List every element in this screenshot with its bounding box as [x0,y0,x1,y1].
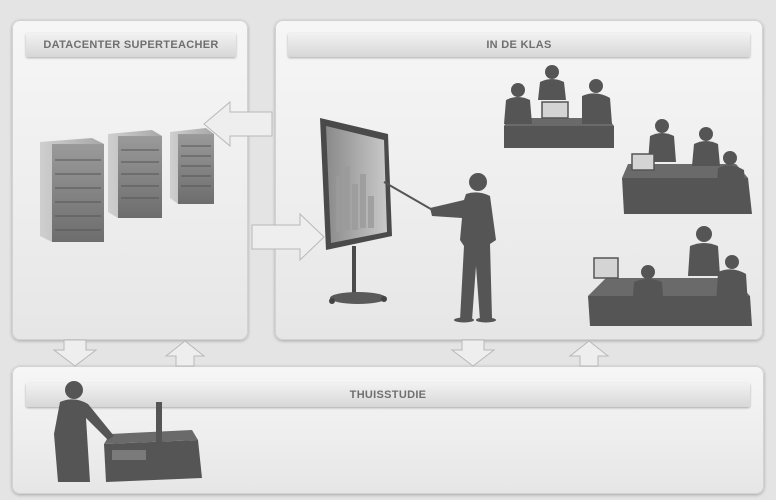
datacenter-panel-label: DATACENTER SUPERTEACHER [26,33,236,57]
arrow-left-to-datacenter [203,100,273,148]
meeting-group-icon [504,65,614,148]
meeting-group-icon [622,119,752,214]
home-study-panel-label: THUISSTUDIE [26,383,750,407]
student-at-computer-icon [54,381,202,482]
arrow-up-home-to-classroom [568,340,610,367]
arrow-down-classroom-to-home [450,339,496,367]
classroom-panel-label: IN DE KLAS [288,33,750,57]
arrow-up-home-to-datacenter [164,340,206,367]
meeting-group-icon [588,226,752,326]
presenter-icon [383,173,496,323]
laptop-icon [631,153,655,171]
whiteboard-icon [320,118,392,304]
laptop-icon [593,257,619,279]
arrow-down-datacenter-to-home [52,339,98,367]
arrow-right-to-whiteboard [251,212,325,262]
laptop-icon [541,101,569,119]
server-rack-icon [40,128,214,242]
